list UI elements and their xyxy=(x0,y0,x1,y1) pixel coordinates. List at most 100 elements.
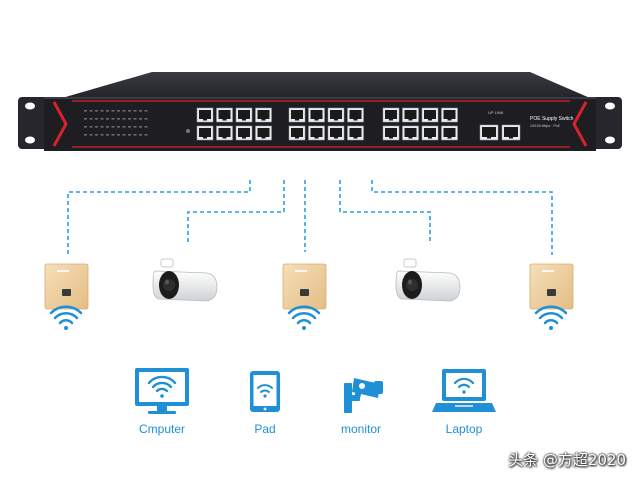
poe-port-bank xyxy=(196,107,458,141)
poe-port[interactable] xyxy=(421,107,439,123)
status-led xyxy=(128,126,131,128)
status-led xyxy=(122,126,126,128)
switch-model-label: POE Supply Switch xyxy=(530,116,574,122)
status-led xyxy=(144,110,148,112)
poe-port[interactable] xyxy=(255,107,272,123)
status-led xyxy=(117,126,120,128)
status-led xyxy=(106,126,109,128)
status-led xyxy=(95,126,98,128)
status-led xyxy=(144,126,148,128)
status-led xyxy=(122,134,126,136)
poe-port[interactable] xyxy=(327,125,345,141)
status-led xyxy=(100,110,104,112)
client-label: Pad xyxy=(254,422,276,436)
client-label: Laptop xyxy=(445,422,483,436)
ethernet-jack-icon xyxy=(300,289,309,296)
switch-sub-label: 10/100 Mbps · PoE xyxy=(530,124,560,128)
status-led xyxy=(117,134,120,136)
poe-port[interactable] xyxy=(288,107,306,123)
poe-port[interactable] xyxy=(196,107,214,123)
uplink-port-bank xyxy=(479,124,521,141)
status-led xyxy=(133,126,137,128)
poe-port[interactable] xyxy=(308,107,325,123)
status-led xyxy=(84,126,87,128)
wall-access-point xyxy=(44,263,89,310)
poe-port[interactable] xyxy=(402,125,419,141)
status-led xyxy=(95,118,98,120)
rack-ear-right xyxy=(592,97,622,149)
status-led xyxy=(144,134,148,136)
switch-top-plate xyxy=(62,72,590,98)
poe-port[interactable] xyxy=(347,107,364,123)
poe-port[interactable] xyxy=(216,107,233,123)
status-led xyxy=(89,126,93,128)
link-ap-1 xyxy=(67,180,251,255)
status-led xyxy=(111,134,115,136)
poe-port[interactable] xyxy=(216,125,233,141)
uplink-port[interactable] xyxy=(479,124,499,141)
status-led xyxy=(100,126,104,128)
uplink-port[interactable] xyxy=(501,124,521,141)
switch-front-panel xyxy=(44,97,596,151)
poe-port[interactable] xyxy=(288,125,306,141)
link-cam-2 xyxy=(339,180,431,243)
status-led xyxy=(117,110,120,112)
status-led xyxy=(89,134,93,136)
rack-ear-left xyxy=(18,97,48,149)
poe-port[interactable] xyxy=(421,125,439,141)
poe-port[interactable] xyxy=(441,107,458,123)
poe-port[interactable] xyxy=(235,107,253,123)
watermark: 头条 @方超2020 xyxy=(508,451,626,469)
poe-port[interactable] xyxy=(327,107,345,123)
poe-port[interactable] xyxy=(347,125,364,141)
status-led xyxy=(84,110,87,112)
poe-port[interactable] xyxy=(308,125,325,141)
status-led xyxy=(100,118,104,120)
uplink-label: UP LINK xyxy=(488,110,504,115)
poe-port[interactable] xyxy=(196,125,214,141)
poe-port[interactable] xyxy=(402,107,419,123)
status-led xyxy=(100,134,104,136)
poe-port[interactable] xyxy=(382,125,400,141)
status-led xyxy=(111,118,115,120)
bullet-camera xyxy=(152,258,218,302)
poe-switch xyxy=(18,72,622,151)
status-led xyxy=(128,134,131,136)
status-led xyxy=(139,110,142,112)
status-led-panel xyxy=(84,110,148,136)
status-led xyxy=(106,110,109,112)
poe-port[interactable] xyxy=(441,125,458,141)
poe-port[interactable] xyxy=(255,125,272,141)
status-led xyxy=(133,110,137,112)
status-led xyxy=(144,118,148,120)
poe-port[interactable] xyxy=(235,125,253,141)
red-accent-right xyxy=(572,101,588,147)
wifi-signal-icon xyxy=(49,305,83,330)
poe-links xyxy=(67,180,553,255)
red-accent-left xyxy=(52,101,68,147)
client-label: monitor xyxy=(340,422,381,436)
status-led xyxy=(139,126,142,128)
reset-button[interactable] xyxy=(186,129,190,133)
status-led xyxy=(106,134,109,136)
wall-access-point xyxy=(282,263,327,310)
status-led xyxy=(139,134,142,136)
status-led xyxy=(89,110,93,112)
status-led xyxy=(139,118,142,120)
link-cam-1 xyxy=(187,180,285,243)
status-led xyxy=(95,110,98,112)
ethernet-jack-icon xyxy=(547,289,556,296)
status-led xyxy=(117,118,120,120)
wifi-signal-icon xyxy=(287,305,321,330)
status-led xyxy=(122,118,126,120)
laptop-wifi-icon xyxy=(432,369,496,412)
bullet-camera xyxy=(395,258,461,302)
status-led xyxy=(106,118,109,120)
status-led xyxy=(128,110,131,112)
tablet-wifi-icon xyxy=(250,371,280,412)
status-led xyxy=(89,118,93,120)
poe-port[interactable] xyxy=(382,107,400,123)
status-led xyxy=(122,110,126,112)
client-label: Cmputer xyxy=(138,422,185,436)
